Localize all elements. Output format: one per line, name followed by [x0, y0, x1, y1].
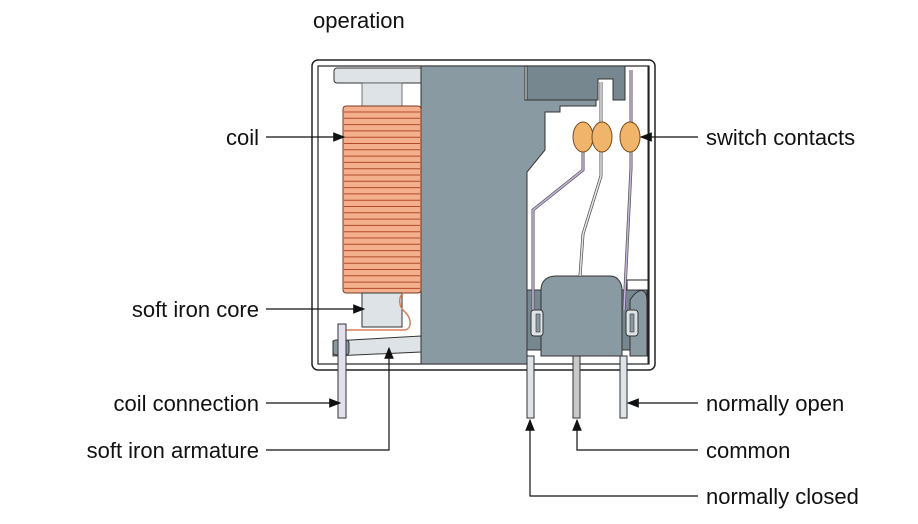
label-soft-iron-armature: soft iron armature [87, 438, 259, 463]
armature-leader [266, 346, 394, 451]
coil-connection-pin [337, 323, 347, 419]
normally-closed-leader [525, 418, 698, 497]
normally-open-pin [619, 355, 628, 419]
soft-iron-core [361, 292, 403, 328]
diagram-title: operation [313, 8, 405, 33]
common-pin [572, 355, 581, 419]
normally-closed-pin [526, 355, 535, 419]
common-terminal-block [540, 275, 623, 357]
label-common: common [706, 438, 790, 463]
label-normally-closed: normally closed [706, 484, 859, 509]
no-blade [623, 70, 632, 311]
switch-contacts [572, 121, 641, 153]
label-coil: coil [226, 125, 259, 150]
contact-block [526, 65, 626, 101]
coil-wire [340, 292, 411, 331]
label-coil-connection: coil connection [113, 391, 259, 416]
label-normally-open: normally open [706, 391, 844, 416]
coil [342, 105, 422, 294]
common-leader [572, 418, 698, 451]
core-top [361, 82, 403, 108]
label-soft-iron-core: soft iron core [132, 297, 259, 322]
label-switch-contacts: switch contacts [706, 125, 855, 150]
